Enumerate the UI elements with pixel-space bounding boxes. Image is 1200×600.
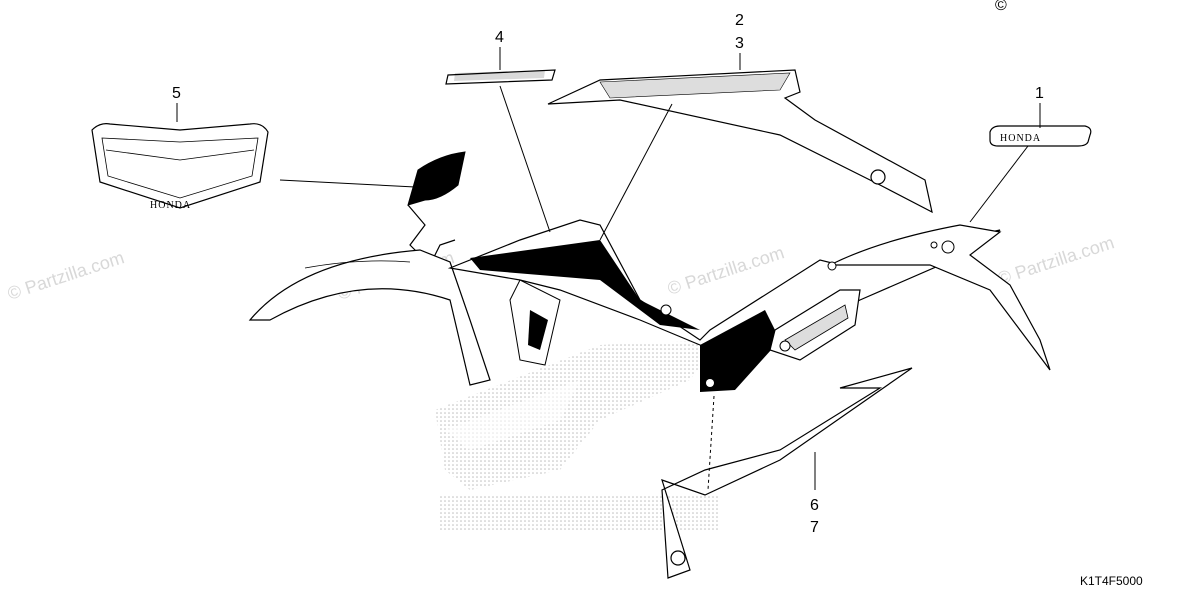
- callout-3: 3: [735, 35, 744, 52]
- leader-1-lower: [969, 145, 1029, 223]
- leader-2-3-lower: [599, 103, 673, 241]
- part-6-7-lower-decal: [661, 367, 913, 579]
- leader-dashed-6-7: [707, 395, 715, 491]
- part-2-3-shroud-stripe: [547, 69, 933, 214]
- callout-6: 6: [810, 497, 819, 514]
- central-side-cover: [447, 219, 1001, 392]
- emblem-honda-text: HONDA: [1000, 133, 1041, 144]
- callout-5: 5: [172, 85, 181, 102]
- callout-numbers: 5 4 2 3 1 6 7: [172, 12, 1044, 536]
- leader-lines: [176, 47, 1041, 491]
- part-4-emblem-decal: [445, 69, 556, 85]
- number-plate-honda-text: HONDA: [150, 200, 191, 211]
- part-1-honda-emblem: HONDA: [989, 125, 1092, 147]
- part-5-number-plate-decal: HONDA: [91, 123, 269, 211]
- leader-4-lower: [499, 85, 551, 233]
- leader-5-to-shroud: [279, 179, 416, 188]
- callout-4: 4: [495, 29, 504, 46]
- diagram-code: K1T4F5000: [1080, 574, 1143, 588]
- rear-tail-section: [769, 224, 1051, 371]
- watermark-text: © Partzilla.com: [995, 232, 1117, 289]
- callout-2: 2: [735, 12, 744, 29]
- callout-7: 7: [810, 519, 819, 536]
- watermark-text: © Partzilla.com: [5, 247, 127, 304]
- left-shroud-piece: [248, 151, 491, 386]
- copyright-mark: ©: [995, 0, 1007, 14]
- watermark-text: © Partzilla.com: [665, 242, 787, 299]
- honda-wing-logo-dotted: [435, 340, 720, 531]
- callout-1: 1: [1035, 85, 1044, 102]
